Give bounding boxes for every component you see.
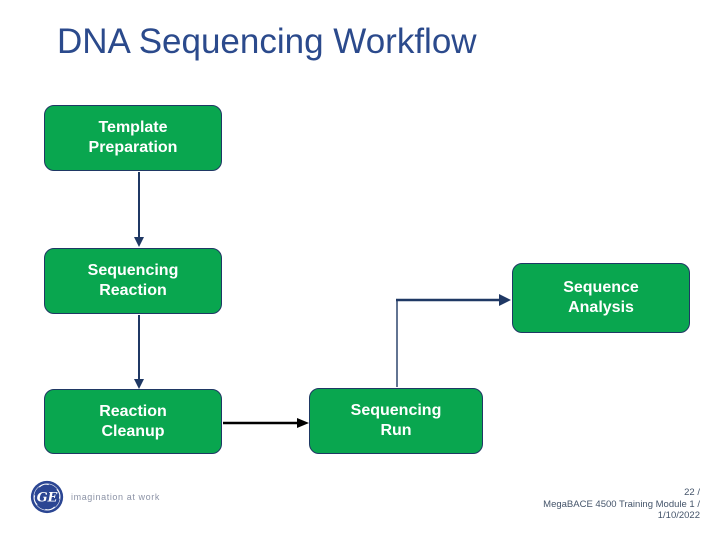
flow-box-reaction-cleanup: Reaction Cleanup [44, 389, 222, 454]
flow-box-label-line: Reaction [99, 282, 167, 299]
flow-box-label-line: Analysis [568, 299, 634, 316]
footer-module-title: MegaBACE 4500 Training Module 1 / [543, 498, 700, 510]
flow-box-label-line: Sequencing [87, 262, 179, 279]
ge-logo: GE imagination at work [30, 480, 160, 514]
footer-page-info: 22 / MegaBACE 4500 Training Module 1 / 1… [420, 487, 700, 522]
connector-cleanup-to-sequencing-run [223, 418, 309, 428]
footer-page-number: 22 / [684, 487, 700, 498]
connector-template-to-sequencing-reaction [134, 172, 144, 247]
page-title: DNA Sequencing Workflow [57, 22, 477, 61]
flow-box-sequence-analysis: Sequence Analysis [512, 263, 690, 333]
flow-box-label-line: Run [380, 422, 412, 439]
flow-box-label-line: Cleanup [101, 422, 165, 440]
flow-box-label-line: Sequencing [350, 402, 442, 419]
flow-box-label-line: Reaction [99, 402, 167, 420]
flow-box-label-line: Preparation [88, 139, 178, 156]
flow-box-sequencing-reaction: Sequencing Reaction [44, 248, 222, 314]
flow-box-label-line: Sequence [563, 279, 639, 296]
connector-sequencing-reaction-to-cleanup [134, 315, 144, 389]
ge-monogram-text: GE [37, 491, 58, 506]
flow-box-sequencing-run: Sequencing Run [309, 388, 483, 454]
connector-sequencing-run-to-analysis [396, 294, 511, 387]
ge-monogram-icon: GE [30, 480, 64, 514]
flow-box-label-line: Template [98, 119, 168, 136]
ge-tagline: imagination at work [71, 492, 160, 502]
flow-box-template-preparation: Template Preparation [44, 105, 222, 171]
footer-date: 1/10/2022 [657, 510, 700, 521]
